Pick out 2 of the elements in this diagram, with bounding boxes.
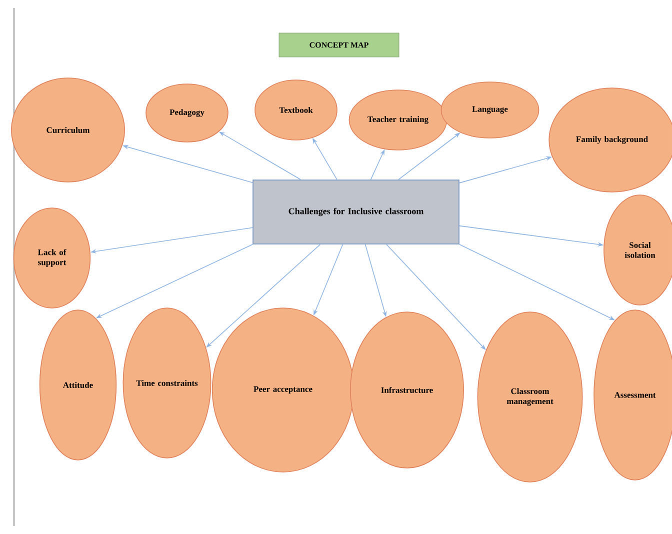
title-box: CONCEPT MAP bbox=[278, 32, 400, 58]
central-box: Challenges for Inclusive classroom bbox=[252, 180, 460, 244]
